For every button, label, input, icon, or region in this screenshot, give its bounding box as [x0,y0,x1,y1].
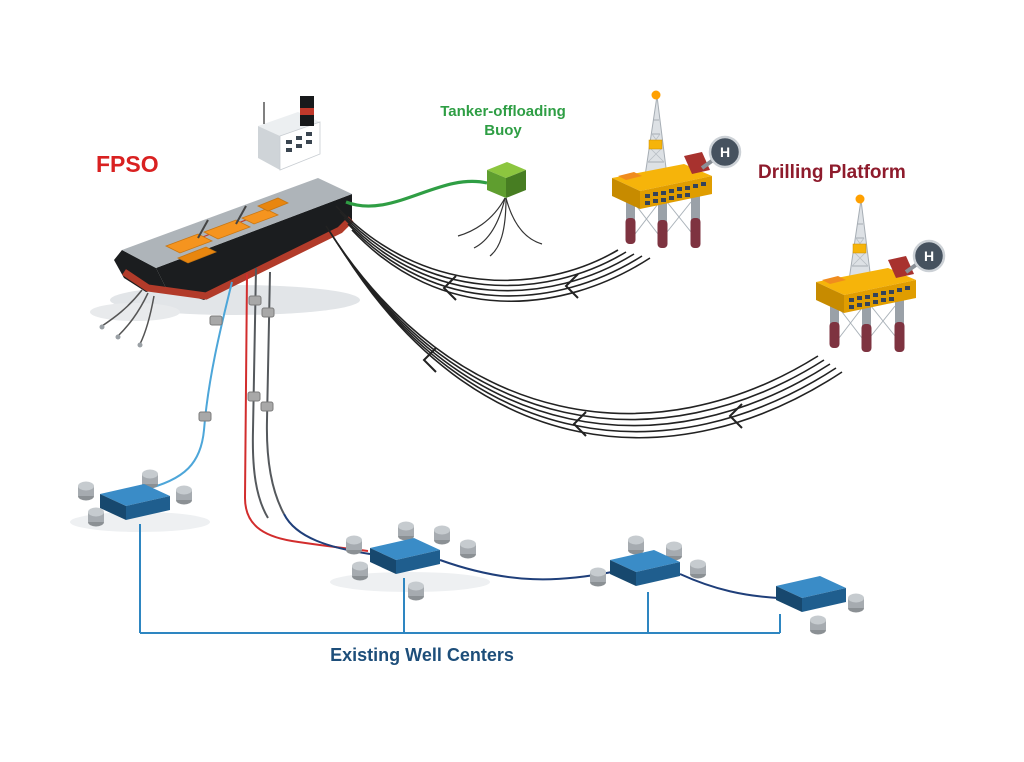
riser-modules [198,295,275,422]
drilling-platform-1 [610,88,742,250]
flowline-bundle-platform-1 [335,205,651,303]
hull [156,194,352,300]
tanker-offloading-buoy [345,162,543,257]
manifold [370,538,440,574]
hull-red-stripe [122,216,354,300]
flowline-bundle-platform-2 [325,225,843,439]
riser-umbilical-2 [265,271,285,515]
buoy-mooring-lines [457,197,543,257]
buoy-label-line2: Buoy [484,122,522,139]
flow-arrow-icon [572,411,587,437]
drilling-platform-2 [814,192,946,354]
deck-crane [235,205,247,225]
offloading-hose [345,179,488,208]
buoy-label-line1: Tanker-offloading [440,103,566,120]
existing-well-centers-label: Existing Well Centers [330,645,514,665]
superstructure [258,96,321,171]
flow-direction-arrows [422,273,743,437]
drilling-platform-label: Drilling Platform [758,162,906,183]
deck-crane [197,219,209,239]
riser-umbilical-1 [251,267,269,519]
flow-arrow-icon [442,275,457,301]
fpso-vessel [90,96,360,348]
bow-mooring-lines [101,289,155,345]
fpso-label: FPSO [96,151,159,177]
flow-arrow-icon [564,273,579,299]
flow-arrow-icon [728,403,743,429]
flow-arrow-icon [422,347,437,373]
well-center-far-right [776,576,864,635]
well-centers-bracket [139,524,781,634]
manifold [776,576,846,612]
deck-modules [165,197,289,264]
